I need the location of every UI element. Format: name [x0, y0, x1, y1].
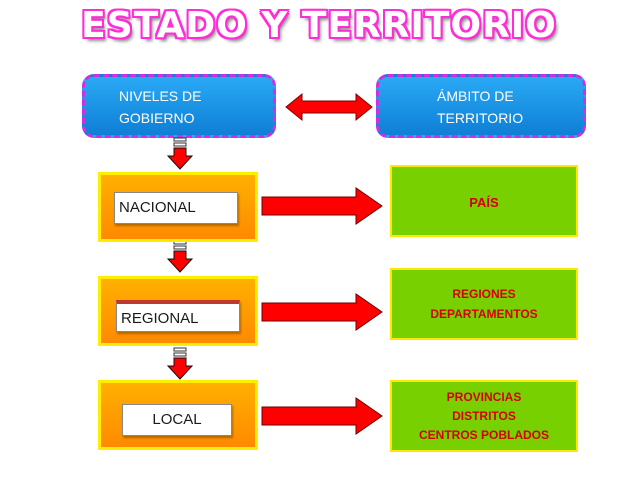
diagram-title: ESTADO Y TERRITORIO [81, 5, 557, 46]
header-ambito-de-territorio: ÁMBITO DE TERRITORIO [376, 74, 586, 138]
header-niveles-de-gobierno: NIVELES DE GOBIERNO [82, 74, 276, 138]
right-arrow-icon-2 [261, 293, 383, 331]
territory-box-provincias: PROVINCIAS DISTRITOS CENTROS POBLADOS [390, 380, 578, 452]
territory-centros-poblados: CENTROS POBLADOS [418, 427, 549, 442]
territory-provincias: PROVINCIAS [446, 389, 522, 404]
territory-box-pais: PAÍS [390, 165, 578, 237]
right-arrow-icon-1 [261, 187, 383, 225]
header-left-line2: GOBIERNO [119, 110, 195, 126]
header-left-line1: NIVELES DE [119, 88, 202, 104]
header-right-line1: ÁMBITO DE [437, 88, 514, 104]
down-arrow-icon-1 [166, 137, 194, 170]
territory-pais: PAÍS [469, 195, 499, 210]
down-arrow-icon-3 [166, 347, 194, 380]
double-arrow-icon [285, 92, 373, 122]
territory-regiones: REGIONES [452, 287, 516, 301]
level-label-local: LOCAL [122, 404, 232, 436]
level-label-nacional: NACIONAL [114, 192, 238, 224]
header-right-line2: TERRITORIO [437, 110, 524, 126]
level-label-regional: REGIONAL [116, 300, 240, 332]
territory-distritos: DISTRITOS [452, 408, 516, 423]
territory-box-regiones: REGIONES DEPARTAMENTOS [390, 268, 578, 340]
right-arrow-icon-3 [261, 397, 383, 435]
down-arrow-icon-2 [166, 240, 194, 273]
territory-departamentos: DEPARTAMENTOS [430, 307, 538, 321]
